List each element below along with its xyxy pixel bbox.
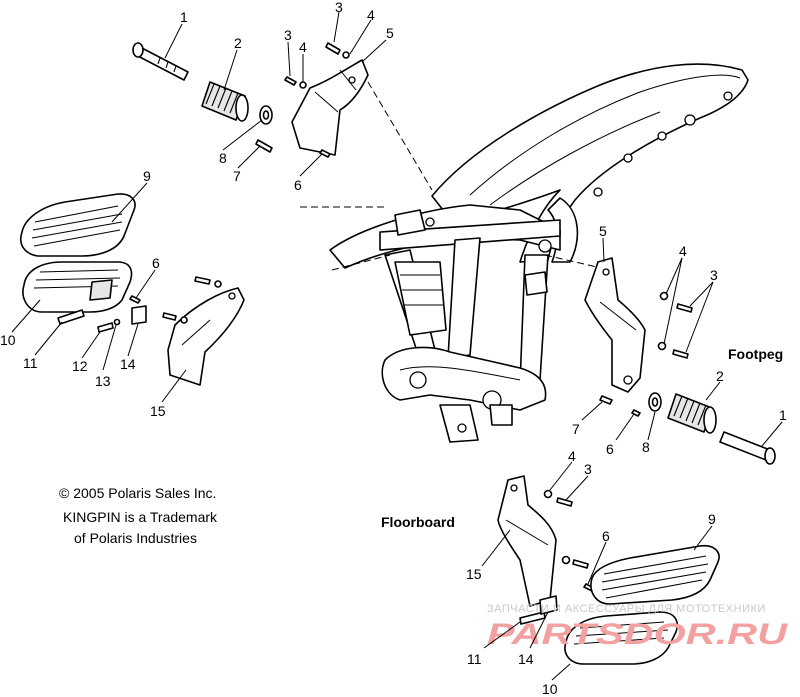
part-7-clevis-pin [255,139,273,153]
section-label-footpeg: Footpeg [728,346,783,362]
part-9-floorboard-pad [20,193,136,257]
watermark-logo: PARTSDOR.RU [487,618,789,651]
callout-15: 15 [466,566,482,582]
part-4-washer [180,316,188,324]
callout-11: 11 [467,651,482,667]
part-13-clip [113,318,121,326]
part-3-bolt [284,76,297,86]
copyright-block: © 2005 Polaris Sales Inc. KINGPIN is a T… [59,485,218,546]
callout-9: 9 [708,511,716,527]
part-7-clevis-pin [599,395,613,405]
connector-line [367,81,433,191]
motorcycle-frame [329,63,749,443]
callout-7: 7 [572,421,580,437]
callout-4: 4 [367,7,375,23]
callout-8: 8 [219,150,227,166]
part-6-cotter-pin [129,295,141,304]
section-label-floorboard: Floorboard [381,514,455,530]
callout-9: 9 [143,168,151,184]
callout-3: 3 [710,267,718,283]
callout-6: 6 [152,255,160,271]
part-14-stop [539,595,558,615]
part-10-floorboard-right [564,611,678,665]
callout-6: 6 [294,177,302,193]
copyright-line-1: © 2005 Polaris Sales Inc. [59,485,216,501]
part-2-footpeg [201,81,249,122]
part-1-pin [132,42,189,81]
part-3-bolt [672,349,689,359]
part-14-stop [131,305,147,325]
part-5-footpeg-bracket [291,59,369,156]
copyright-line-2: KINGPIN is a Trademark [63,509,218,525]
callout-12: 12 [72,358,88,374]
part-1-pin-right [719,431,776,465]
callout-14: 14 [120,356,136,372]
copyright-line-3: of Polaris Industries [74,530,197,546]
part-9-floorboard-pad-right [590,544,720,605]
callout-4: 4 [568,448,576,464]
part-3-bolt [162,312,177,321]
part-11-pin [57,309,85,325]
callout-3: 3 [284,27,292,43]
part-15-floorboard-bracket [167,287,245,386]
part-10-floorboard [22,261,133,313]
callout-7: 7 [233,168,241,184]
part-4-washer [214,280,222,288]
watermark-tagline: ЗАПЧАСТИ И АКСЕССУАРЫ ДЛЯ МОТОТЕХНИКИ [487,603,766,615]
callout-4: 4 [299,39,307,55]
part-4-washer [543,489,553,499]
callout-1: 1 [180,9,188,25]
connector-line [331,254,391,271]
part-4-washer [299,81,307,89]
part-3-bolt [572,559,589,569]
part-4-washer [342,51,350,59]
washer-hole [262,110,270,120]
part-2-footpeg-right [667,393,717,434]
callout-10: 10 [0,332,16,348]
callout-5: 5 [386,25,394,41]
part-3-bolt [676,303,693,313]
part-4-washer [659,291,669,301]
washer-hole [651,397,659,407]
part-4-washer [657,341,667,351]
callout-14: 14 [518,651,534,667]
callout-6: 6 [602,528,610,544]
part-3-bolt [194,276,211,285]
callout-8: 8 [642,439,650,455]
part-3-bolt [556,497,573,507]
callout-1: 1 [779,407,787,423]
callout-3: 3 [335,0,343,15]
part-6-cotter-pin [319,149,331,158]
part-5-footpeg-bracket-right [584,257,646,393]
callout-11: 11 [23,355,38,371]
callout-10: 10 [542,681,558,697]
part-12-spring [97,322,114,333]
part-4-washer [561,555,571,565]
callout-6: 6 [606,441,614,457]
callout-5: 5 [599,223,607,239]
callout-2: 2 [716,368,724,384]
callout-15: 15 [150,403,166,419]
callout-2: 2 [234,35,242,51]
callout-3: 3 [584,461,592,477]
leader-lines [11,11,783,681]
callout-13: 13 [95,373,111,389]
part-6-cotter-pin [631,409,641,417]
callout-4: 4 [679,243,687,259]
part-3-bolt [325,42,341,55]
